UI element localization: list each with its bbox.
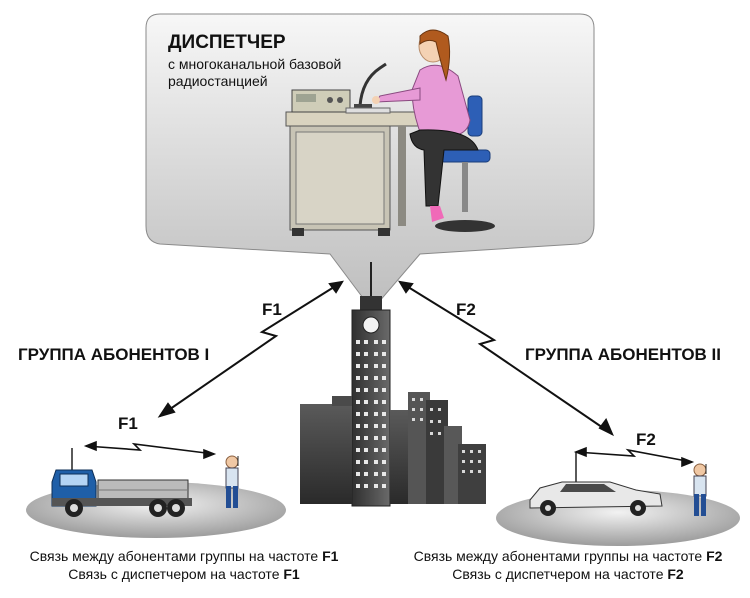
caption-right-line2-freq: F2 bbox=[667, 566, 684, 582]
group-label-right: ГРУППА АБОНЕНТОВ II bbox=[525, 345, 722, 364]
freq-label-f2-dispatcher: F2 bbox=[456, 300, 476, 319]
radio-link-f1-dispatcher bbox=[157, 280, 344, 418]
caption-right: Связь между абонентами группы на частоте… bbox=[392, 547, 744, 583]
dispatcher-title: ДИСПЕТЧЕР bbox=[168, 32, 286, 53]
truck bbox=[51, 448, 192, 517]
caption-left-line1-text: Связь между абонентами группы на частоте bbox=[29, 548, 323, 564]
left-subscriber-person bbox=[225, 455, 239, 508]
city-buildings bbox=[300, 392, 486, 504]
caption-right-line1-freq: F2 bbox=[706, 548, 723, 564]
caption-left-line2-text: Связь с диспетчером на частоте bbox=[68, 566, 284, 582]
dispatcher-person bbox=[372, 29, 495, 232]
dispatcher-subtitle: с многоканальной базовой радиостанцией bbox=[168, 56, 341, 90]
car bbox=[529, 452, 663, 516]
caption-left-line1: Связь между абонентами группы на частоте… bbox=[8, 547, 360, 565]
freq-label-f2-local: F2 bbox=[636, 430, 656, 449]
caption-right-line1: Связь между абонентами группы на частоте… bbox=[392, 547, 744, 565]
radio-link-f2-local bbox=[573, 446, 695, 468]
freq-label-f1-local: F1 bbox=[118, 414, 138, 433]
radio-link-f2-dispatcher bbox=[398, 280, 614, 437]
right-subscriber-person bbox=[693, 463, 707, 516]
group-label-left: ГРУППА АБОНЕНТОВ I bbox=[18, 345, 210, 364]
dispatcher-subtitle-line2: радиостанцией bbox=[168, 73, 268, 89]
radio-link-f1-local bbox=[83, 440, 217, 460]
freq-label-f1-dispatcher: F1 bbox=[262, 300, 282, 319]
caption-right-line2: Связь с диспетчером на частоте F2 bbox=[392, 565, 744, 583]
caption-left-line2: Связь с диспетчером на частоте F1 bbox=[8, 565, 360, 583]
dispatcher-desk bbox=[285, 111, 421, 236]
dispatcher-subtitle-line1: с многоканальной базовой bbox=[168, 56, 342, 72]
base-radio-station bbox=[291, 62, 391, 114]
caption-right-line1-text: Связь между абонентами группы на частоте bbox=[413, 548, 707, 564]
caption-right-line2-text: Связь с диспетчером на частоте bbox=[452, 566, 668, 582]
central-tower bbox=[351, 262, 391, 507]
caption-left: Связь между абонентами группы на частоте… bbox=[8, 547, 360, 583]
caption-left-line2-freq: F1 bbox=[283, 566, 300, 582]
caption-left-line1-freq: F1 bbox=[322, 548, 339, 564]
